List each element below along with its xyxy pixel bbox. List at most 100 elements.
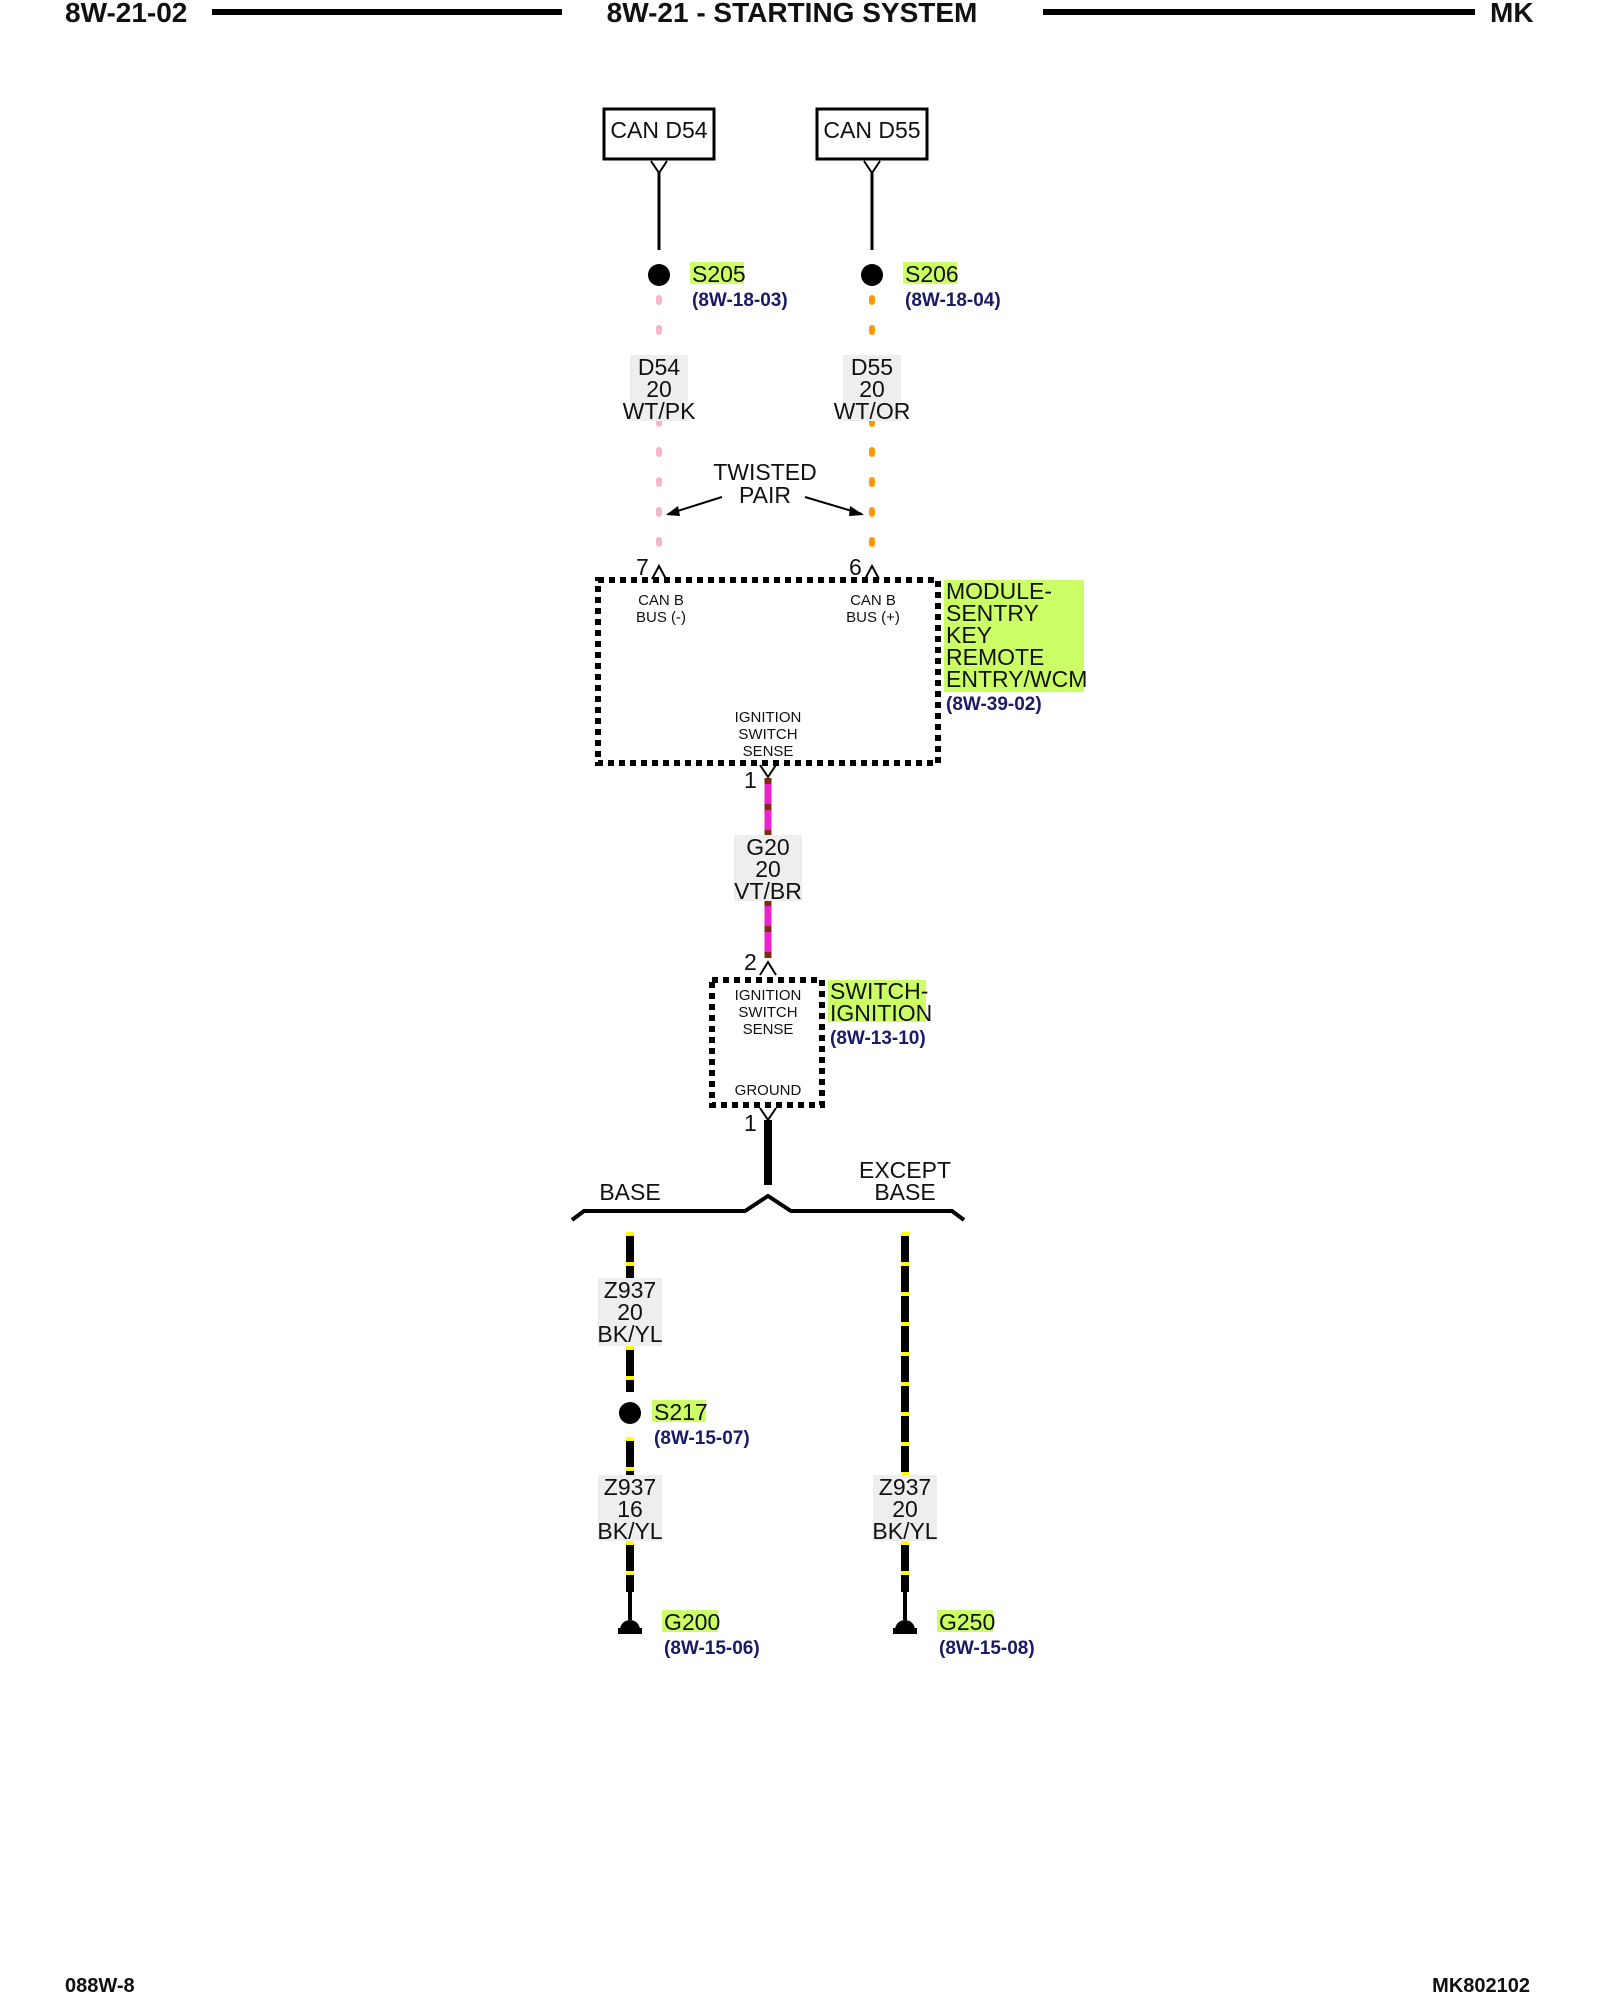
wire-d55-color: WT/OR bbox=[834, 398, 911, 424]
splice-s206-highlight bbox=[903, 262, 957, 284]
model-code: MK bbox=[1490, 0, 1534, 28]
module-pin-6: 6 bbox=[849, 554, 862, 580]
can-d55-connector bbox=[863, 160, 881, 175]
wire-z937-base-lower-gauge: 16 bbox=[617, 1496, 643, 1522]
ground-g250-symbol bbox=[895, 1620, 915, 1630]
page-title: 8W-21 - STARTING SYSTEM bbox=[607, 0, 978, 28]
wire-g20-circuit: G20 bbox=[746, 834, 789, 860]
wire-z937-base-lower-color: BK/YL bbox=[597, 1518, 662, 1544]
footer-left-code: 088W-8 bbox=[65, 1975, 135, 1997]
switch-sense-label-line1: IGNITION bbox=[735, 987, 802, 1004]
module-pin-7-connector bbox=[651, 563, 667, 580]
wire-z937-except-label-bg bbox=[873, 1475, 937, 1541]
switch-sense-label-line3: SENSE bbox=[743, 1021, 794, 1038]
switch-name-highlight bbox=[828, 980, 926, 1022]
splice-s217-name: S217 bbox=[654, 1399, 708, 1425]
wire-d54-circuit: D54 bbox=[638, 354, 680, 380]
branch-base-label: BASE bbox=[599, 1179, 660, 1205]
splice-s217-dot bbox=[619, 1402, 641, 1424]
ground-g200-name: G200 bbox=[664, 1609, 720, 1635]
splice-s205-dot bbox=[648, 264, 670, 286]
wire-d54-gauge: 20 bbox=[646, 376, 672, 402]
branch-except-label-line1: EXCEPT bbox=[859, 1157, 951, 1183]
wire-d54-label-bg bbox=[630, 355, 688, 421]
module-sense-label-line3: SENSE bbox=[743, 743, 794, 760]
ground-g250-base bbox=[893, 1628, 917, 1634]
switch-name-line1: SWITCH- bbox=[830, 978, 928, 1004]
module-name-line3: KEY bbox=[946, 622, 992, 648]
splice-s217-ref: (8W-15-07) bbox=[654, 1428, 750, 1449]
wire-z937-except-circuit: Z937 bbox=[879, 1474, 931, 1500]
wire-z937-except-gauge: 20 bbox=[892, 1496, 918, 1522]
switch-outline bbox=[709, 977, 825, 1108]
module-pin-6-connector bbox=[864, 563, 880, 580]
switch-ground-label: GROUND bbox=[735, 1082, 802, 1099]
module-pin-7-label-line1: CAN B bbox=[638, 592, 684, 609]
wire-d55-gauge: 20 bbox=[859, 376, 885, 402]
module-pin-7-label-line2: BUS (-) bbox=[636, 609, 686, 626]
wire-z937-base-upper-circuit: Z937 bbox=[604, 1277, 656, 1303]
module-ref: (8W-39-02) bbox=[946, 694, 1042, 715]
switch-pin-2: 2 bbox=[744, 949, 757, 975]
page-number: 8W-21-02 bbox=[65, 0, 187, 28]
ground-g200-ref: (8W-15-06) bbox=[664, 1638, 760, 1659]
module-name-highlight bbox=[944, 580, 1084, 692]
splice-s206-name: S206 bbox=[905, 261, 959, 287]
ground-g200-base bbox=[618, 1628, 642, 1634]
can-d54-connector bbox=[650, 160, 668, 175]
can-d54-box bbox=[602, 107, 716, 161]
splice-s206-dot bbox=[861, 264, 883, 286]
twisted-pair-line1: TWISTED bbox=[713, 459, 817, 485]
ground-g250-ref: (8W-15-08) bbox=[939, 1638, 1035, 1659]
branch-bracket bbox=[570, 1193, 966, 1222]
wire-z937-base-upper-gauge: 20 bbox=[617, 1299, 643, 1325]
twisted-pair-arrowhead-right bbox=[849, 506, 864, 516]
ground-g200-highlight bbox=[662, 1610, 718, 1632]
wire-g20-color: VT/BR bbox=[734, 878, 802, 904]
splice-s205-ref: (8W-18-03) bbox=[692, 290, 788, 311]
module-pin-7: 7 bbox=[636, 554, 649, 580]
wire-d55-label-bg bbox=[843, 355, 901, 421]
switch-sense-label-line2: SWITCH bbox=[738, 1004, 797, 1021]
module-sense-label-line2: SWITCH bbox=[738, 726, 797, 743]
splice-s205-highlight bbox=[690, 262, 744, 284]
wire-g20-gauge: 20 bbox=[755, 856, 781, 882]
switch-pin-2-connector bbox=[759, 960, 777, 976]
ground-g250-name: G250 bbox=[939, 1609, 995, 1635]
wire-z937-base-lower-label-bg bbox=[598, 1475, 662, 1541]
twisted-pair-line2: PAIR bbox=[739, 482, 791, 508]
can-d54-label: CAN D54 bbox=[610, 117, 707, 143]
switch-name-line2: IGNITION bbox=[830, 1000, 932, 1026]
branch-except-label-line2: BASE bbox=[874, 1179, 935, 1205]
ground-g200-symbol bbox=[620, 1620, 640, 1630]
module-name-line5: ENTRY/WCM bbox=[946, 666, 1087, 692]
module-name-line4: REMOTE bbox=[946, 644, 1044, 670]
switch-pin-1-connector bbox=[759, 1107, 777, 1122]
wire-d54-color: WT/PK bbox=[623, 398, 696, 424]
module-sense-label-line1: IGNITION bbox=[735, 709, 802, 726]
can-d55-box bbox=[815, 107, 929, 161]
switch-pin-1: 1 bbox=[744, 1110, 757, 1136]
module-name-line2: SENTRY bbox=[946, 600, 1039, 626]
module-pin-1-connector bbox=[759, 764, 777, 779]
module-pin-6-label-line2: BUS (+) bbox=[846, 609, 900, 626]
wire-z937-except-color: BK/YL bbox=[872, 1518, 937, 1544]
ground-g250-highlight bbox=[937, 1610, 993, 1632]
switch-ref: (8W-13-10) bbox=[830, 1028, 926, 1049]
wire-z937-base-upper-label-bg bbox=[598, 1278, 662, 1346]
splice-s205-name: S205 bbox=[692, 261, 746, 287]
footer-right-code: MK802102 bbox=[1432, 1975, 1530, 1997]
module-pin-6-label-line1: CAN B bbox=[850, 592, 896, 609]
twisted-pair-arrowhead-left bbox=[666, 506, 680, 516]
module-name-line1: MODULE- bbox=[946, 578, 1052, 604]
splice-s217-highlight bbox=[652, 1400, 706, 1422]
can-d55-label: CAN D55 bbox=[823, 117, 920, 143]
wire-z937-base-lower-circuit: Z937 bbox=[604, 1474, 656, 1500]
module-outline bbox=[595, 577, 941, 766]
module-pin-1: 1 bbox=[744, 767, 757, 793]
wire-g20-label-bg bbox=[734, 835, 802, 901]
wire-d55-circuit: D55 bbox=[851, 354, 893, 380]
wire-z937-base-upper-color: BK/YL bbox=[597, 1321, 662, 1347]
splice-s206-ref: (8W-18-04) bbox=[905, 290, 1001, 311]
